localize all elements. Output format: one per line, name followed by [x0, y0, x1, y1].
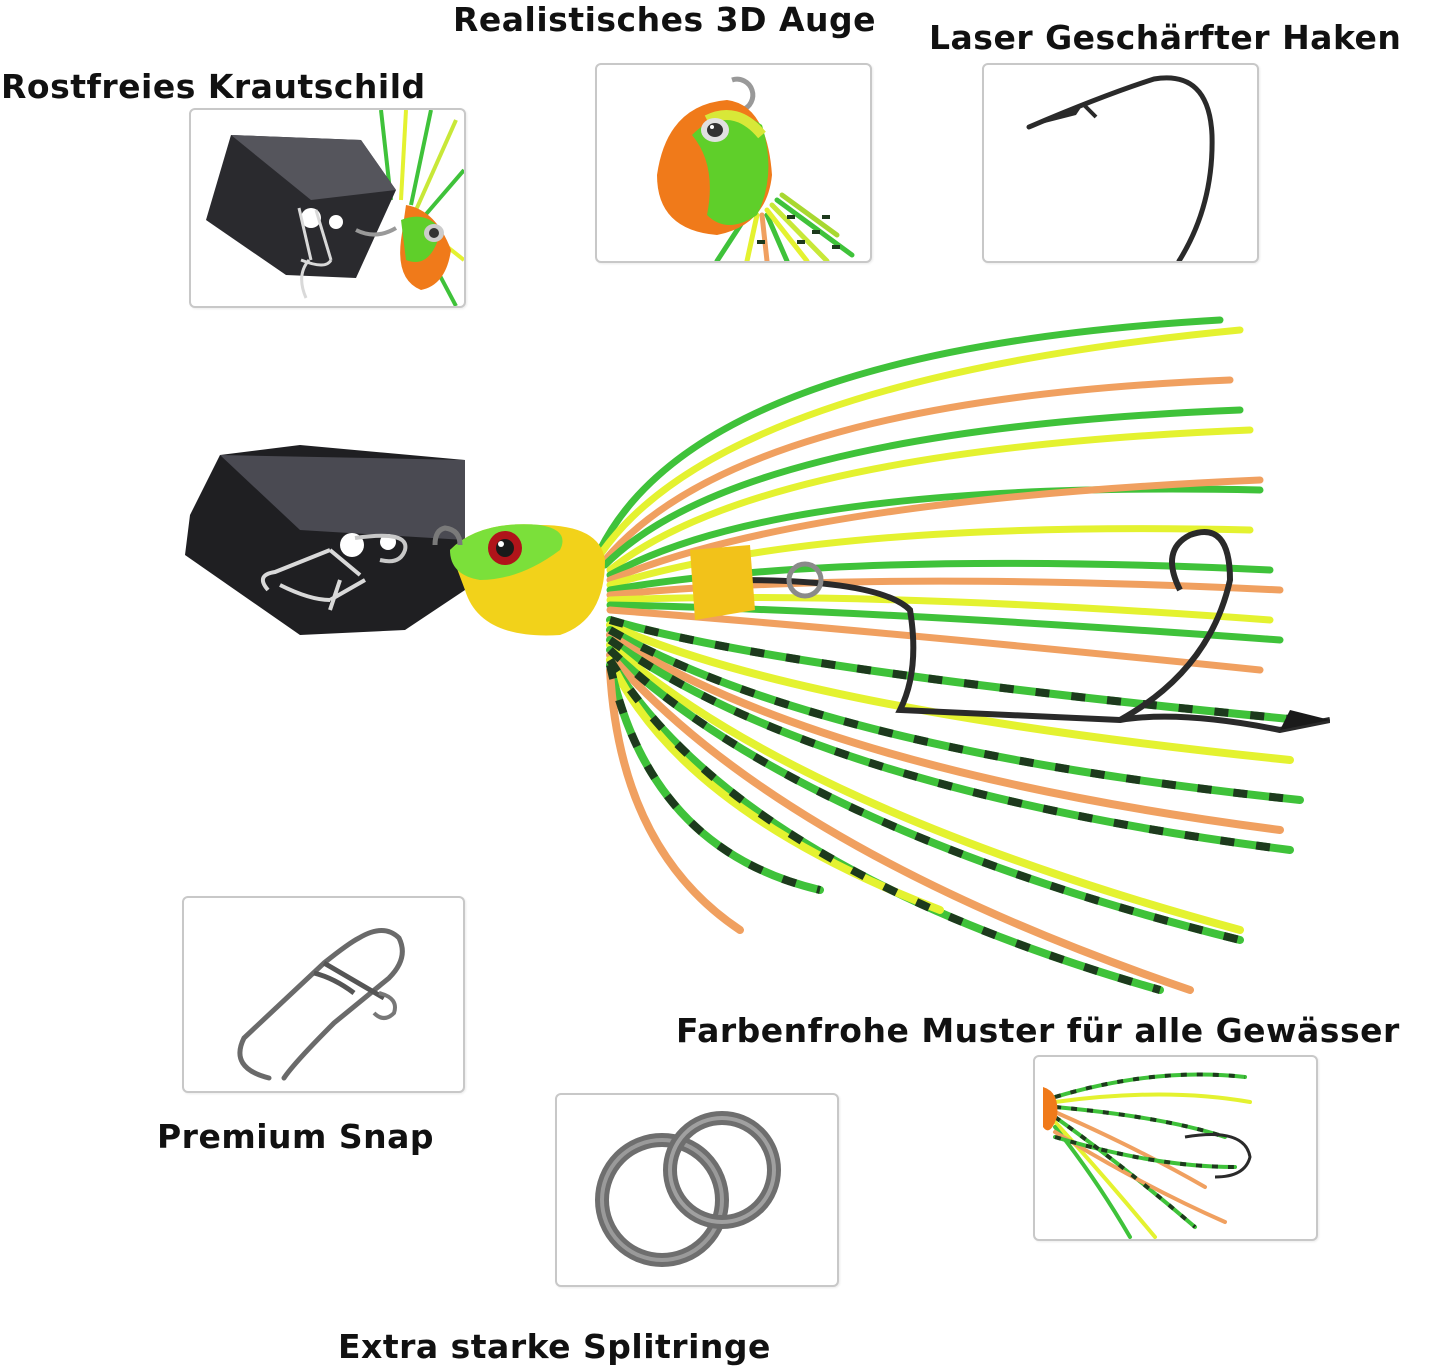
hook-feature-label: Laser Geschärfter Haken: [929, 18, 1402, 57]
eye-detail-image: [595, 63, 872, 263]
pattern-detail-image: [1033, 1055, 1318, 1241]
chatterbait-lure-image: [180, 290, 1330, 1010]
split-rings-detail-image: [555, 1093, 839, 1287]
shield-feature-label: Rostfreies Krautschild: [1, 67, 426, 106]
ring-feature-label: Extra starke Splitringe: [338, 1327, 771, 1366]
snap-feature-label: Premium Snap: [157, 1117, 435, 1156]
snap-detail-image: [182, 896, 465, 1093]
shield-detail-image: [189, 108, 466, 308]
eye-feature-label: Realistisches 3D Auge: [453, 0, 876, 39]
hook-detail-image: [982, 63, 1259, 263]
pattern-feature-label: Farbenfrohe Muster für alle Gewässer: [676, 1011, 1400, 1050]
